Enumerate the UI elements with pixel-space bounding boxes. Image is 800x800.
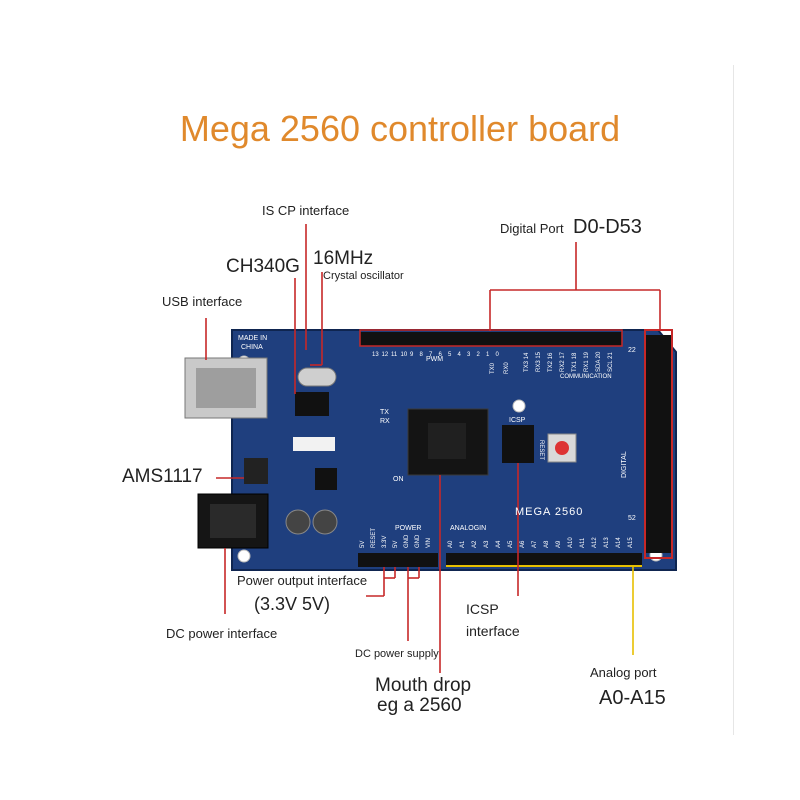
analog-pin-label: A13 xyxy=(604,537,610,548)
dc-jack xyxy=(197,493,269,549)
icsp-label-line2: interface xyxy=(466,623,520,639)
power-output-label: Power output interface xyxy=(237,573,368,588)
analog-port-range: A0-A15 xyxy=(599,687,666,709)
analog-pin-label: A2 xyxy=(472,540,478,548)
side-pin-first: 22 xyxy=(628,347,636,354)
crystal-oscillator-label: Crystal oscillator xyxy=(323,270,404,282)
usb-connector xyxy=(184,357,268,419)
analog-pin-label: A4 xyxy=(496,540,502,548)
digital-pin-label: 8 xyxy=(420,352,424,358)
mhz-label: 16MHz xyxy=(313,248,374,269)
pin-labels: 5V RESET 3.3V 5V GND GND VIN A0 A1 A2 A3 A4 A5 A6 A7 A8… xyxy=(360,351,634,548)
digital-pin-label: 7 xyxy=(429,352,433,358)
atmega2560-chip xyxy=(407,408,489,476)
analog-pin-label: A12 xyxy=(592,537,598,548)
digital-port-range: D0-D53 xyxy=(573,216,642,238)
digital-pin-label: 4 xyxy=(458,352,462,358)
voltages-label: (3.3V 5V) xyxy=(254,594,331,614)
made-in-text: MADE IN xyxy=(238,335,267,342)
mouth-drop-line1: Mouth drop xyxy=(375,675,472,696)
ch340g-chip xyxy=(295,392,329,416)
iscp-interface-label: IS CP interface xyxy=(262,203,350,218)
power-pin-label: RESET xyxy=(371,528,377,548)
dc-power-interface-label: DC power interface xyxy=(166,626,278,641)
leader-lines xyxy=(205,224,661,673)
ams1117-label: AMS1117 xyxy=(122,466,203,487)
comm-pin-label: SCL 21 xyxy=(608,352,614,372)
comm-pin-label: RX1 19 xyxy=(584,351,590,372)
comm-pin-label: TX3 14 xyxy=(524,352,530,372)
ams1117-regulator xyxy=(244,458,268,484)
power-pin-label: VIN xyxy=(426,538,432,548)
power-pin-label: 5V xyxy=(360,541,366,548)
analog-pin-label: A8 xyxy=(544,540,550,548)
icsp-board-text: ICSP xyxy=(509,417,526,424)
power-header-text: POWER xyxy=(395,525,421,532)
arduino-mega-board xyxy=(184,329,677,571)
digital-pin-label: 11 xyxy=(391,352,398,358)
digital-pin-label: 1 xyxy=(486,352,490,358)
digital-pin-label: 3 xyxy=(467,352,471,358)
power-pin-label: GND xyxy=(415,534,421,548)
analog-pin-label: A6 xyxy=(520,540,526,548)
digital-pin-label: 0 xyxy=(496,352,500,358)
page-edge-line xyxy=(733,65,734,735)
digital-pin-label: 5 xyxy=(448,352,452,358)
page-title: Mega 2560 controller board xyxy=(179,108,621,149)
tx-led-text: TX xyxy=(380,409,389,416)
digital-header-top xyxy=(360,332,622,346)
ch340g-label: CH340G xyxy=(226,256,300,277)
communication-text: COMMUNICATION xyxy=(560,374,612,380)
model-text: MEGA 2560 xyxy=(515,506,583,518)
analog-pin-label: A0 xyxy=(448,540,454,548)
comm-pin-label: TX1 18 xyxy=(572,352,578,372)
analog-header-text: ANALOGIN xyxy=(450,525,486,532)
digital-header-side xyxy=(646,335,672,553)
analog-port-label: Analog port xyxy=(590,665,657,680)
digital-pin-label: 2 xyxy=(477,352,481,358)
digital-pin-label: 9 xyxy=(410,352,414,358)
pwm-text: PWM xyxy=(426,356,443,363)
comm-pin-label: TX2 16 xyxy=(548,352,554,372)
icsp-label-line1: ICSP xyxy=(466,601,499,617)
digital-port-label: Digital Port xyxy=(500,221,564,236)
power-header xyxy=(358,553,438,567)
on-led-text: ON xyxy=(393,476,404,483)
analog-pin-label: A3 xyxy=(484,540,490,548)
analog-pin-label: A9 xyxy=(556,540,562,548)
analog-pin-label: A11 xyxy=(580,537,586,548)
rx-led-text: RX xyxy=(380,418,390,425)
icsp-header xyxy=(502,425,534,463)
comm-pin-label: RX2 17 xyxy=(560,351,566,372)
power-pin-label: 5V xyxy=(393,541,399,548)
reset-board-text: RESET xyxy=(538,440,544,460)
analog-header xyxy=(446,553,642,567)
comm-pin-label: SDA 20 xyxy=(596,351,602,372)
reset-button xyxy=(547,433,577,463)
crystal-oscillator xyxy=(297,367,337,387)
power-pin-label: 3.3V xyxy=(382,536,388,548)
side-pin-last: 52 xyxy=(628,515,636,522)
mouth-drop-line2: eg a 2560 xyxy=(377,695,462,716)
analog-pin-label: A5 xyxy=(508,540,514,548)
digital-pin-label: 13 xyxy=(372,352,379,358)
power-pin-label: GND xyxy=(404,534,410,548)
rx0-text: RX0 xyxy=(504,362,510,374)
analog-pin-label: A14 xyxy=(616,537,622,548)
china-text: CHINA xyxy=(241,344,263,351)
digital-pin-label: 12 xyxy=(382,352,389,358)
usb-interface-label: USB interface xyxy=(162,294,243,309)
analog-pin-label: A10 xyxy=(568,537,574,548)
board-silkscreen: MADE IN CHINA MEGA 2560 POWER ANALOGIN D… xyxy=(238,335,636,532)
analog-pin-label: A1 xyxy=(460,540,466,548)
dc-power-supply-label: DC power supply xyxy=(355,648,439,660)
tx0-text: TX0 xyxy=(490,362,496,374)
comm-pin-label: RX3 15 xyxy=(536,351,542,372)
digital-pin-label: 10 xyxy=(401,352,408,358)
analog-pin-label: A7 xyxy=(532,540,538,548)
digital-side-text: DIGITAL xyxy=(621,451,628,478)
analog-pin-label: A15 xyxy=(628,537,634,548)
digital-pin-label: 6 xyxy=(439,352,443,358)
